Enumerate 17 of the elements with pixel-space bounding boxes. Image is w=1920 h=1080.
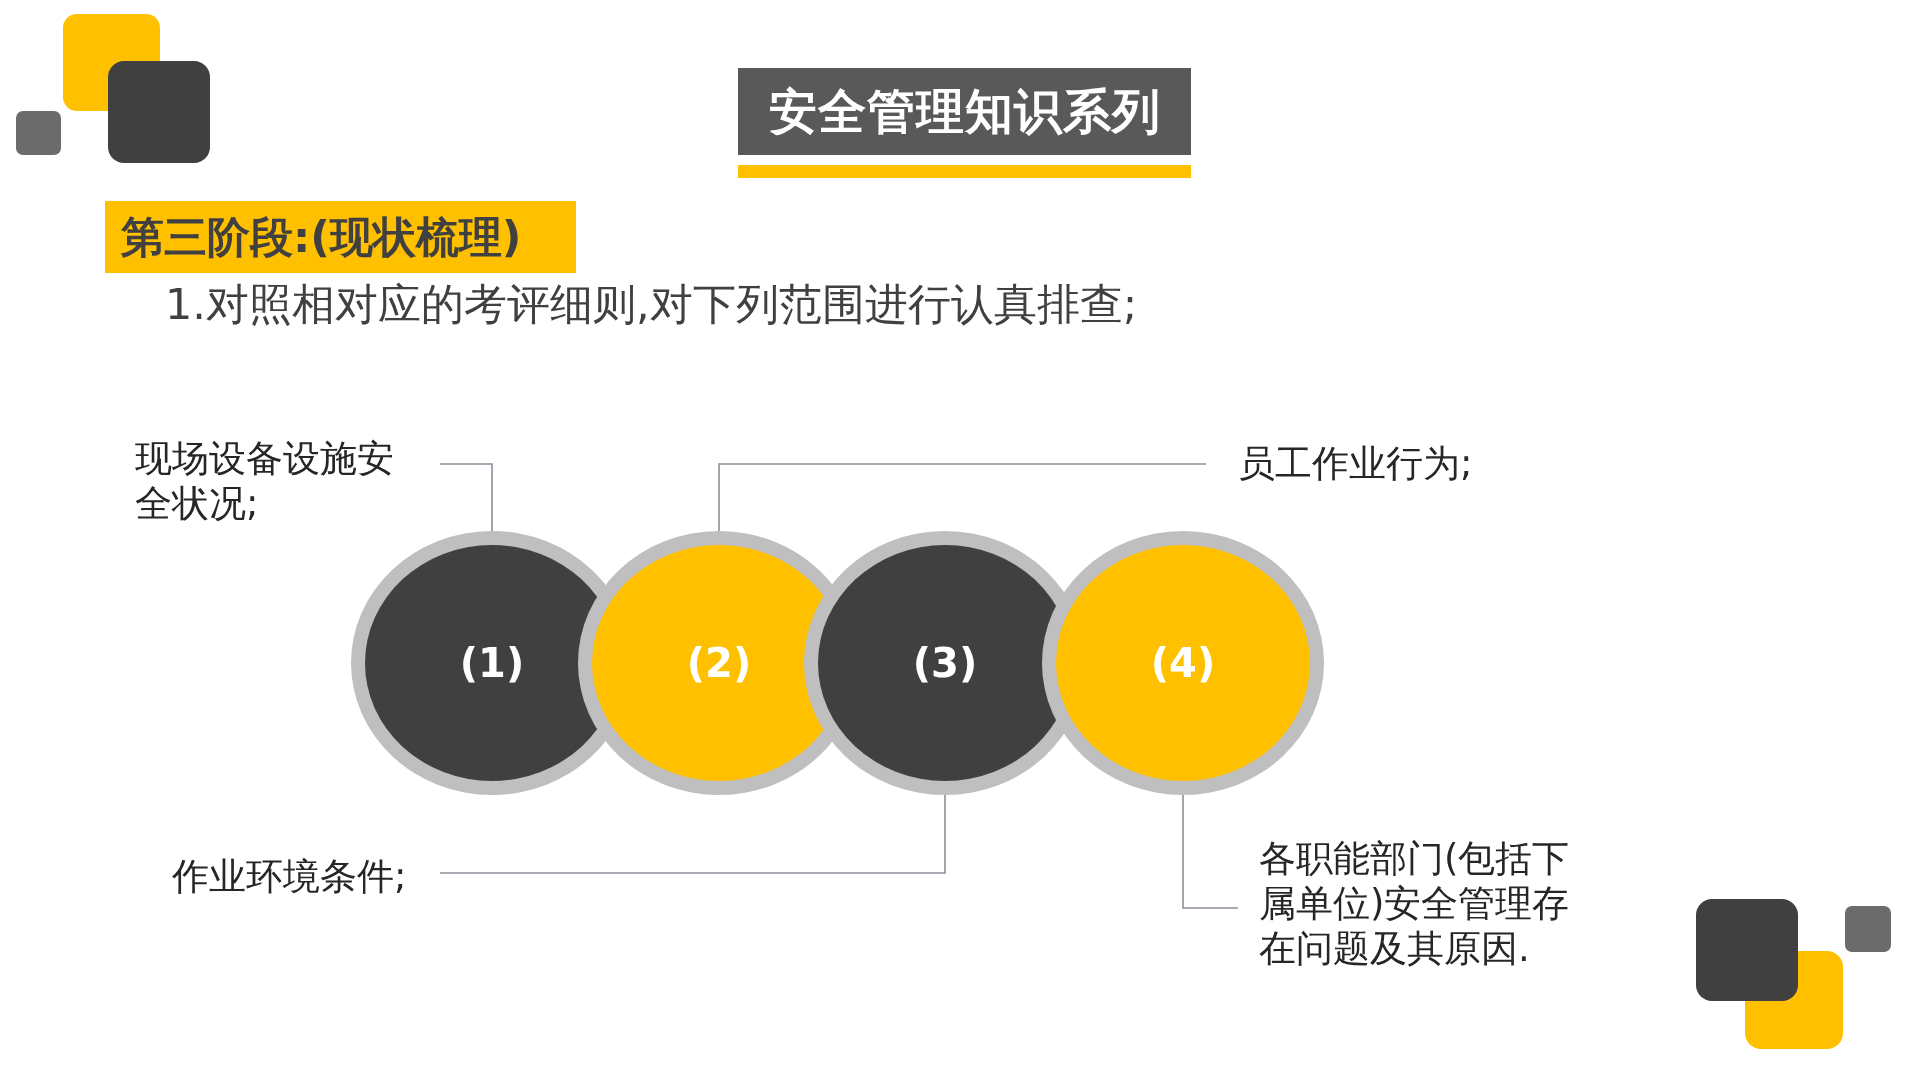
heading-band	[105, 201, 576, 273]
callout-text: 员工作业行为;	[1238, 441, 1473, 486]
number-label: (4)	[1150, 639, 1216, 687]
callout-text: 现场设备设施安全状况;	[135, 436, 395, 526]
leader-line	[439, 794, 946, 874]
number-label: (1)	[459, 639, 525, 687]
leader-line	[439, 463, 493, 532]
callout-text: 各职能部门(包括下属单位)安全管理存在问题及其原因.	[1259, 836, 1571, 971]
callout-text: 作业环境条件;	[172, 854, 407, 899]
leader-line	[718, 463, 1207, 532]
number-label: (3)	[912, 639, 978, 687]
leader-line	[1182, 794, 1239, 909]
numbered-circle	[1042, 531, 1324, 795]
title-banner: 安全管理知识系列	[738, 68, 1191, 155]
number-label: (2)	[686, 639, 752, 687]
heading-text: 第三阶段:(现状梳理)	[121, 211, 522, 263]
instruction-text: 1.对照相对应的考评细则,对下列范围进行认真排查;	[165, 278, 1138, 330]
